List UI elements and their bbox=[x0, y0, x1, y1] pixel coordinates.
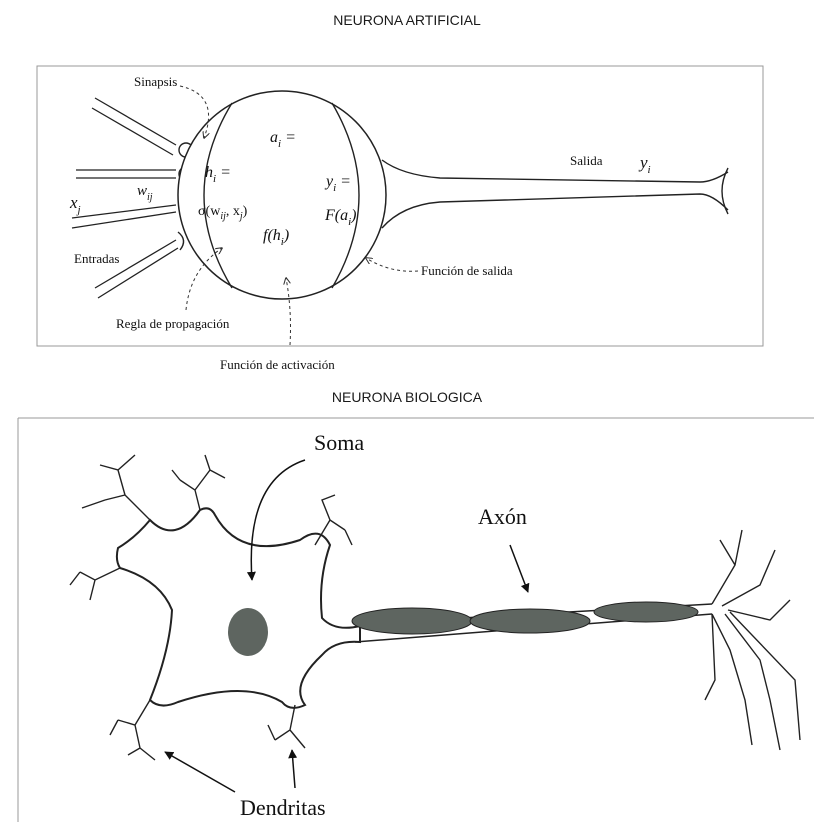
axon-arrow bbox=[510, 545, 528, 592]
artificial-panel-frame bbox=[37, 66, 763, 346]
soma-label: Soma bbox=[314, 430, 364, 455]
output-label: Salida bbox=[570, 153, 603, 168]
dendrite-arrow-right bbox=[292, 750, 295, 788]
neuron-body bbox=[178, 91, 386, 299]
inputs-label: Entradas bbox=[74, 251, 119, 266]
axon-label: Axón bbox=[478, 504, 527, 529]
myelin-sheath-3 bbox=[594, 602, 698, 622]
myelin-sheath-2 bbox=[470, 609, 590, 633]
dendrite-arrow-left bbox=[165, 752, 235, 792]
dendrites-label: Dendritas bbox=[240, 795, 326, 820]
synapse-label: Sinapsis bbox=[134, 74, 177, 89]
artificial-neuron-panel: Sinapsis Salida yi xj wij Entradas hi = … bbox=[37, 66, 763, 372]
activation-function-label: Función de activación bbox=[220, 357, 335, 372]
myelin-sheath-1 bbox=[352, 608, 472, 634]
output-function-label: Función de salida bbox=[421, 263, 513, 278]
biological-neuron-panel: Soma Axón Dendritas bbox=[18, 418, 814, 822]
soma-outline bbox=[117, 508, 360, 708]
propagation-rule-label: Regla de propagación bbox=[116, 316, 230, 331]
nucleus bbox=[228, 608, 268, 656]
